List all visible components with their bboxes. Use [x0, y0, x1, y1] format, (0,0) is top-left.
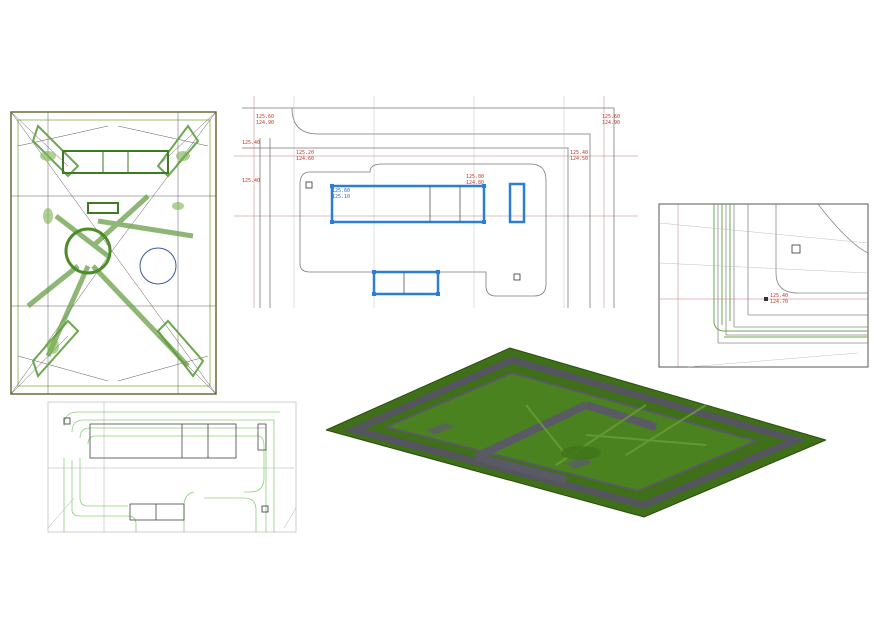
triangulated-site-plan [8, 106, 220, 398]
dim-label: 124.90 [602, 120, 620, 126]
dim-label: 124.60 [296, 156, 314, 162]
dim-label: 124.90 [256, 120, 274, 126]
dim-label: 124.80 [466, 180, 484, 186]
dim-label: 125.00 [466, 174, 484, 180]
dim-label: 124.50 [570, 156, 588, 162]
dim-label: 125.60 [602, 114, 620, 120]
dim-label: 125.20 [296, 150, 314, 156]
dim-label: 125.10 [332, 194, 350, 200]
contour-plan [44, 398, 300, 536]
dim-label: 125.40 [570, 150, 588, 156]
dim-label: 125.40 [770, 293, 788, 299]
dim-label: 124.70 [770, 299, 788, 305]
terrain-3d-view [326, 345, 826, 520]
dim-label: 125.60 [256, 114, 274, 120]
dim-label: 125.40 [242, 178, 260, 184]
dim-label: 125.40 [242, 140, 260, 146]
dim-label: 125.60 [332, 188, 350, 194]
corner-detail-plan: 125.40 124.70 [658, 203, 870, 369]
building-layout-plan: 125.60 124.90 125.60 124.90 125.40 125.4… [234, 96, 638, 308]
